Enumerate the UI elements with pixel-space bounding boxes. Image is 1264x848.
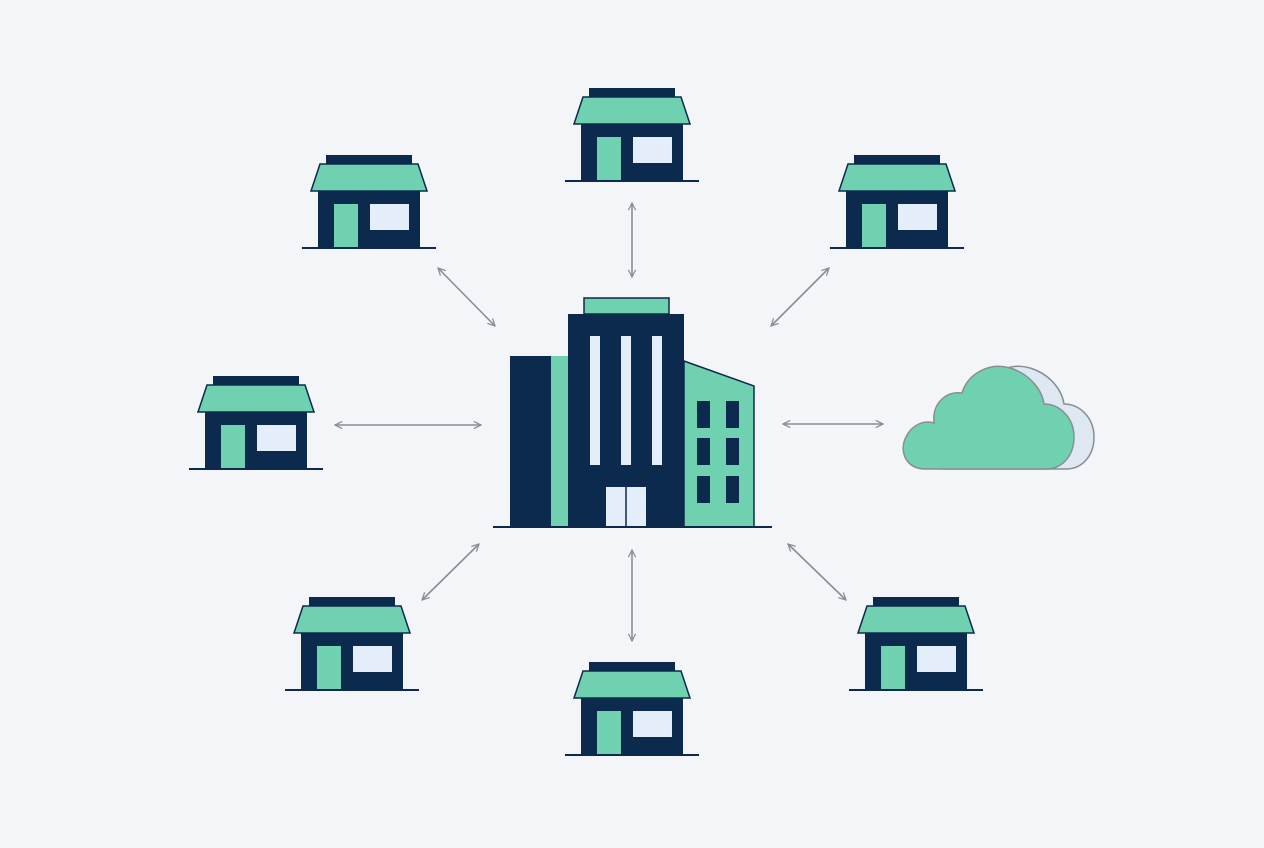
store-window xyxy=(917,646,956,672)
store-door xyxy=(881,646,905,690)
store-roof-cap xyxy=(589,88,675,97)
store-window xyxy=(257,425,296,451)
right-wing xyxy=(683,359,755,528)
store-roof-cap xyxy=(326,155,412,164)
store-door xyxy=(317,646,341,690)
store-awning xyxy=(572,670,692,699)
store-window xyxy=(898,204,937,230)
store-window xyxy=(353,646,392,672)
bidirectional-arrow xyxy=(422,544,479,600)
store-roof-cap xyxy=(589,662,675,671)
store-door xyxy=(221,425,245,469)
wing-window xyxy=(726,438,739,465)
store-lower-right-icon xyxy=(849,597,983,691)
cloud-front xyxy=(902,365,1075,470)
store-awning xyxy=(292,605,412,634)
tall-window xyxy=(621,336,631,465)
bidirectional-arrow xyxy=(788,544,846,600)
wing-window xyxy=(697,476,710,503)
tall-window xyxy=(652,336,662,465)
store-awning xyxy=(196,384,316,413)
store-bottom-icon xyxy=(565,662,699,756)
store-upper-right-icon xyxy=(830,155,964,249)
store-awning xyxy=(837,163,957,192)
store-roof-cap xyxy=(213,376,299,385)
tall-window xyxy=(590,336,600,465)
left-tower xyxy=(510,356,552,527)
store-awning xyxy=(309,163,429,192)
bidirectional-arrow xyxy=(438,268,495,326)
store-awning xyxy=(572,96,692,125)
store-left-icon xyxy=(189,376,323,470)
store-lower-left-icon xyxy=(285,597,419,691)
wing-window xyxy=(697,401,710,428)
store-door xyxy=(862,204,886,248)
store-awning xyxy=(856,605,976,634)
store-door xyxy=(597,711,621,755)
store-top-icon xyxy=(565,88,699,182)
cloud-icon xyxy=(902,365,1095,470)
wing-window xyxy=(697,438,710,465)
left-tower-strip xyxy=(551,356,569,527)
store-window xyxy=(633,711,672,737)
store-door xyxy=(334,204,358,248)
store-roof-cap xyxy=(309,597,395,606)
store-roof-cap xyxy=(873,597,959,606)
wing-window xyxy=(726,401,739,428)
bidirectional-arrow xyxy=(771,268,829,326)
store-door xyxy=(597,137,621,181)
store-upper-left-icon xyxy=(302,155,436,249)
store-window xyxy=(370,204,409,230)
wing-window xyxy=(726,476,739,503)
store-roof-cap xyxy=(854,155,940,164)
store-window xyxy=(633,137,672,163)
roof-cap xyxy=(583,297,670,315)
headquarters-building-icon xyxy=(493,297,772,528)
